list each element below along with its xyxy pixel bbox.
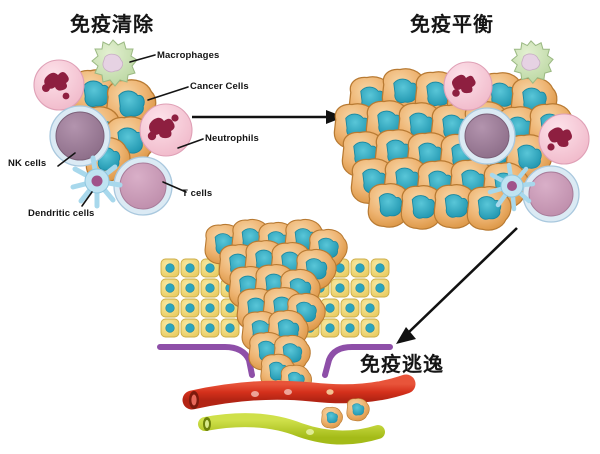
neutrophil-cell bbox=[139, 103, 193, 157]
neutrophil-cell bbox=[33, 59, 85, 111]
neutrophil-cell bbox=[538, 113, 590, 165]
leader-nk-cells bbox=[57, 152, 76, 167]
blood-vessel bbox=[182, 374, 416, 410]
stage-title-escape: 免疫逃逸 bbox=[360, 352, 444, 376]
stage-title-elimination: 免疫清除 bbox=[70, 12, 154, 36]
t-cell bbox=[522, 165, 580, 223]
leader-t-cells bbox=[162, 181, 187, 193]
dendritic-cell bbox=[70, 155, 123, 209]
panel-equilibrium bbox=[333, 40, 590, 231]
label-t-cells: T cells bbox=[182, 188, 213, 199]
t-cell bbox=[113, 156, 173, 216]
label-neutrophils: Neutrophils bbox=[205, 133, 259, 144]
panel-escape bbox=[157, 218, 416, 445]
label-cancer-cells: Cancer Cells bbox=[190, 81, 249, 92]
macrophage-cell bbox=[91, 39, 138, 87]
arrow-elimination-to-equilibrium bbox=[192, 110, 344, 124]
leader-neutrophils bbox=[177, 138, 204, 149]
leader-macrophages bbox=[129, 54, 156, 63]
label-macrophages: Macrophages bbox=[157, 50, 220, 61]
macrophage-cell bbox=[510, 40, 554, 85]
nk-cell bbox=[49, 105, 111, 167]
stage-title-equilibrium: 免疫平衡 bbox=[410, 12, 494, 36]
dendritic-cell bbox=[487, 162, 536, 212]
leader-cancer-cells bbox=[147, 86, 189, 101]
leader-dendritic-cells bbox=[81, 191, 93, 207]
arrow-equilibrium-to-escape bbox=[396, 227, 518, 344]
lymphatic-vessel bbox=[198, 413, 385, 445]
label-leader-lines bbox=[57, 54, 204, 207]
panel-elimination bbox=[33, 39, 193, 216]
label-nk-cells: NK cells bbox=[8, 158, 47, 169]
label-dendritic-cells: Dendritic cells bbox=[28, 208, 95, 219]
nk-cell bbox=[458, 107, 516, 165]
neutrophil-cell bbox=[443, 61, 493, 111]
